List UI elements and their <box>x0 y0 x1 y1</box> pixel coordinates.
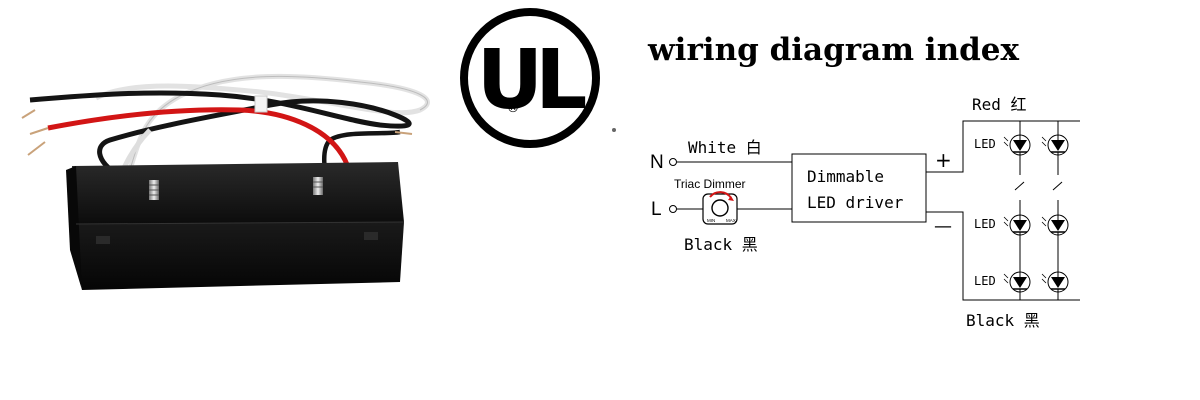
housing-tab-right <box>364 232 378 240</box>
positive-output-wire <box>926 120 1080 173</box>
housing-edge <box>75 221 405 225</box>
led-symbol <box>1041 271 1069 293</box>
black-wire-tip-right <box>394 131 413 135</box>
white-wire-tip <box>27 141 46 156</box>
white-wire-label: White 白 <box>688 138 762 157</box>
led-symbol <box>1003 134 1031 156</box>
led-label-row3: LED <box>974 274 996 288</box>
driver-label-line2: LED driver <box>807 193 904 212</box>
led-symbol <box>1003 271 1031 293</box>
ul-certification-logo: UL ® <box>460 8 600 148</box>
driver-housing-front <box>76 222 404 290</box>
mounting-screw-right <box>313 177 323 195</box>
svg-text:MAX: MAX <box>726 218 736 223</box>
black-wire-tip <box>21 109 36 119</box>
terminal-l <box>669 205 677 213</box>
red-wire-out-label: Red 红 <box>972 95 1027 114</box>
driver-housing-top <box>72 162 404 224</box>
housing-tab-left <box>96 236 110 244</box>
led-symbol <box>1041 214 1069 236</box>
stray-dot <box>612 128 616 132</box>
ul-logo-letters: UL <box>477 33 587 128</box>
dimmable-led-driver-box <box>791 153 927 223</box>
ul-registered-mark: ® <box>507 101 520 116</box>
triac-dimmer-knob: MIN MAX <box>702 191 738 225</box>
zip-tie <box>254 95 268 113</box>
led-symbol <box>1003 214 1031 236</box>
mounting-screw-left <box>149 180 159 200</box>
led-symbol <box>1041 134 1069 156</box>
black-wire-in-label: Black 黑 <box>684 235 758 254</box>
ul-logo-ring <box>460 8 600 148</box>
driver-label-line1: Dimmable <box>807 167 884 186</box>
terminal-n <box>669 158 677 166</box>
black-wire <box>29 90 412 178</box>
break-mark-1 <box>1014 181 1025 191</box>
break-mark-2 <box>1052 181 1063 191</box>
triac-dimmer-label: Triac Dimmer <box>674 177 746 191</box>
led-label-row2: LED <box>974 217 996 231</box>
terminal-l-label: L <box>651 199 662 220</box>
black-wire-out-label: Black 黑 <box>966 311 1040 330</box>
led-driver-product-photo <box>21 73 430 290</box>
negative-output-wire <box>926 211 1080 301</box>
diagram-title: wiring diagram index <box>647 32 1020 68</box>
terminal-n-label: N <box>650 152 664 173</box>
driver-housing-left-end <box>66 166 82 290</box>
negative-terminal-symbol: — <box>934 216 952 237</box>
red-wire-tip <box>29 127 49 135</box>
wiring-diagram: wiring diagram index N L White 白 Triac D… <box>647 32 1080 330</box>
positive-terminal-symbol: + <box>935 148 952 172</box>
led-label-row1: LED <box>974 137 996 151</box>
svg-text:MIN: MIN <box>707 218 715 223</box>
